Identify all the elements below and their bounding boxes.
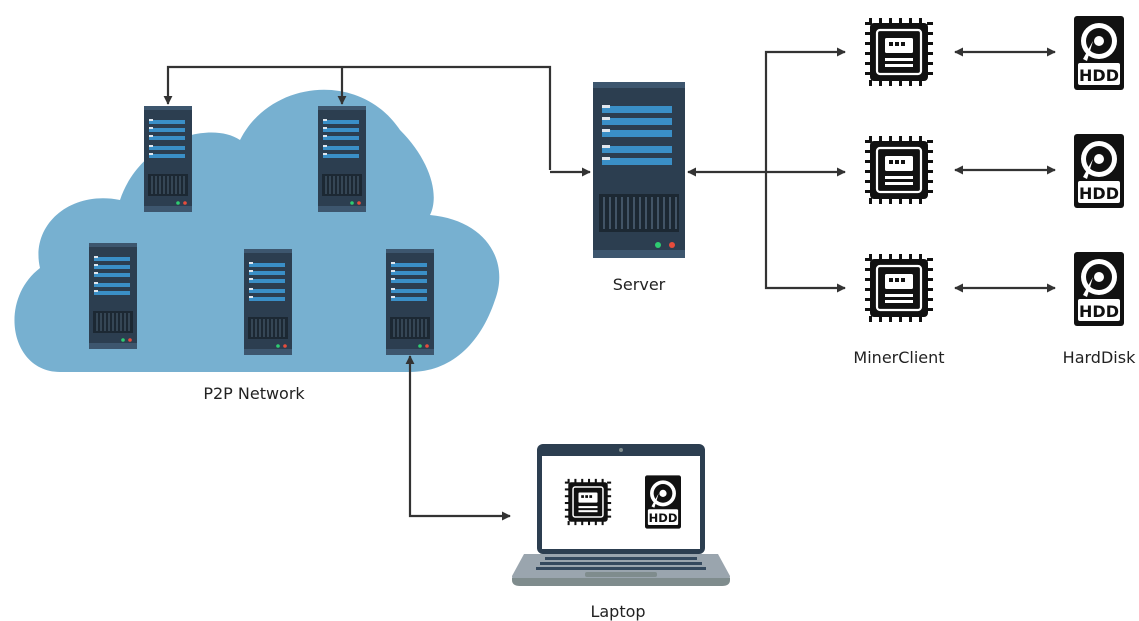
link-p2p-laptop: [405, 355, 511, 521]
hdd-icon-1: HDD: [1074, 16, 1124, 90]
label-server: Server: [613, 275, 666, 294]
laptop: HDD: [512, 444, 730, 586]
p2p-server-3: [88, 242, 138, 350]
p2p-server-2: [317, 105, 367, 213]
miner-chip-icon-1: [863, 16, 935, 88]
miner-chip-icon-2: [863, 134, 935, 206]
hdd-text: HDD: [649, 511, 678, 525]
label-laptop: Laptop: [590, 602, 645, 621]
link-server-p2p: [163, 65, 552, 170]
p2p-server-4: [243, 248, 293, 356]
label-p2p-network: P2P Network: [203, 384, 305, 403]
main-server: [592, 81, 686, 259]
label-miner-client: MinerClient: [853, 348, 944, 367]
hdd-icon-2: HDD: [1074, 134, 1124, 208]
label-hard-disk: HardDisk: [1063, 348, 1136, 367]
connections: [163, 47, 1056, 521]
miner-chip-icon-3: [863, 252, 935, 324]
laptop-chip-icon: [564, 478, 612, 526]
hdd-icon-3: HDD: [1074, 252, 1124, 326]
hdd-text: HDD: [1079, 184, 1119, 203]
hdd-text: HDD: [1079, 302, 1119, 321]
link-server-miner-3: [764, 172, 846, 293]
hdd-text: HDD: [1079, 66, 1119, 85]
link-server-miner-1: [764, 47, 846, 172]
p2p-server-5: [385, 248, 435, 356]
p2p-server-1: [143, 105, 193, 213]
laptop-hdd-icon: HDD: [645, 475, 681, 529]
